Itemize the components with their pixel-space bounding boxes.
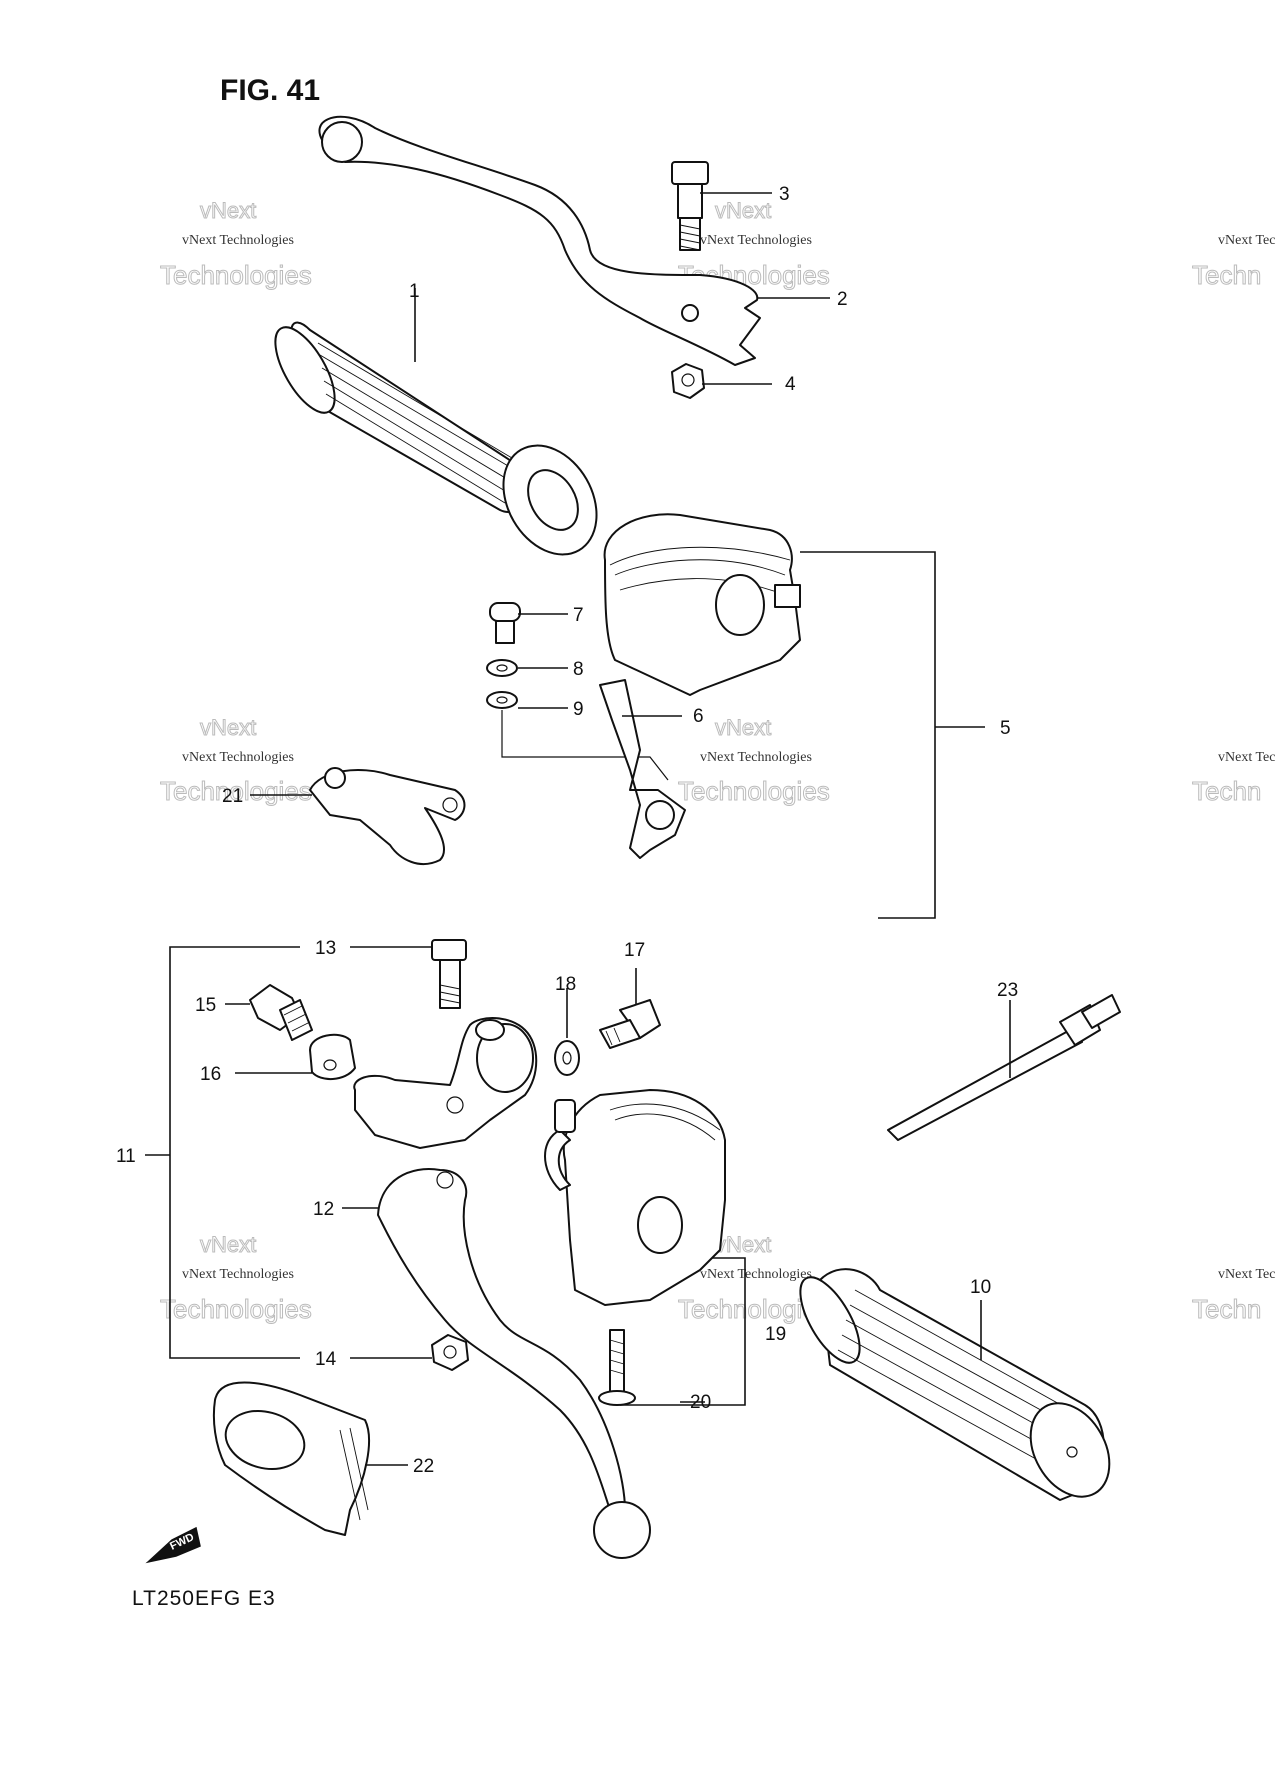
part-23-cable-tie — [887, 994, 1121, 1141]
svg-text:vNext Tec: vNext Tec — [1218, 750, 1275, 765]
callout-bracket-19 — [620, 1257, 746, 1406]
svg-text:vNext Technologies: vNext Technologies — [700, 233, 812, 248]
fwd-arrow-icon: FWD — [145, 1526, 201, 1564]
figure-title: FIG. 41 — [220, 74, 320, 107]
svg-text:vNext: vNext — [715, 1232, 771, 1257]
svg-text:Technologies: Technologies — [160, 1294, 312, 1324]
part-12-lever-lower — [377, 1168, 651, 1559]
part-22-lever-cover — [212, 1381, 371, 1536]
svg-text:vNext Tec: vNext Tec — [1218, 233, 1275, 248]
part-20-screw — [598, 1329, 636, 1406]
svg-text:Techn: Techn — [1192, 1294, 1261, 1324]
callout-2: 2 — [837, 289, 848, 310]
callout-10: 10 — [970, 1277, 991, 1298]
svg-text:Technologies: Technologies — [160, 260, 312, 290]
part-15-adjuster — [249, 984, 313, 1041]
callout-22: 22 — [413, 1456, 434, 1477]
callout-bracket-5 — [800, 551, 936, 919]
svg-text:vNext Technologies: vNext Technologies — [182, 1267, 294, 1282]
callout-23: 23 — [997, 980, 1018, 1001]
model-code: LT250EFG E3 — [132, 1587, 276, 1610]
part-7-screw — [489, 602, 521, 644]
part-9-washer — [486, 691, 518, 709]
svg-text:vNext: vNext — [200, 198, 256, 223]
assembly-line-9 — [501, 710, 669, 781]
callout-bracket-11 — [169, 946, 300, 1359]
callout-13: 13 — [315, 938, 336, 959]
callout-17: 17 — [624, 940, 645, 961]
watermark-right-edge: vNext Tec Techn vNext Tec Techn vNext Te… — [1192, 233, 1276, 1325]
callout-8: 8 — [573, 659, 584, 680]
part-1-grip — [274, 321, 598, 556]
part-6-switch-lever — [599, 679, 686, 859]
part-19-switch-housing — [544, 1089, 726, 1306]
callout-16: 16 — [200, 1064, 221, 1085]
part-10-grip — [799, 1268, 1111, 1501]
svg-text:vNext Technologies: vNext Technologies — [182, 750, 294, 765]
part-2-lever-upper — [318, 115, 761, 366]
watermark-mid-center: vNext vNext Technologies Technologies — [678, 715, 831, 807]
callout-15: 15 — [195, 995, 216, 1016]
callout-6: 6 — [693, 706, 704, 727]
callout-3: 3 — [779, 184, 790, 205]
part-4-nut — [671, 363, 705, 399]
callout-4: 4 — [785, 374, 796, 395]
part-14-nut — [431, 1334, 469, 1371]
part-11-lever-holder — [353, 1017, 538, 1149]
part-3-bolt — [671, 161, 709, 251]
callout-19: 19 — [765, 1324, 786, 1345]
svg-text:vNext: vNext — [715, 715, 771, 740]
svg-text:vNext Technologies: vNext Technologies — [700, 750, 812, 765]
part-18-washer — [554, 1040, 580, 1076]
callout-20: 20 — [690, 1392, 711, 1413]
callout-1: 1 — [409, 281, 420, 302]
watermark-top-center: vNext vNext Technologies Technologies — [678, 198, 831, 291]
svg-text:vNext Technologies: vNext Technologies — [700, 1267, 812, 1282]
part-16-locknut — [309, 1033, 356, 1080]
part-13-bolt — [431, 939, 467, 1009]
watermark-mid-left: vNext vNext Technologies Technologies — [160, 715, 313, 807]
callout-14: 14 — [315, 1349, 337, 1370]
callout-12: 12 — [313, 1199, 334, 1220]
callout-5: 5 — [1000, 718, 1011, 739]
svg-text:vNext: vNext — [200, 715, 256, 740]
watermark-top-left: vNext vNext Technologies Technologies — [160, 198, 313, 291]
svg-text:Techn: Techn — [1192, 260, 1261, 290]
callout-18: 18 — [555, 974, 576, 995]
svg-text:Technologies: Technologies — [678, 776, 830, 806]
callout-9: 9 — [573, 699, 584, 720]
leader-lines — [225, 192, 1011, 1466]
callout-11: 11 — [116, 1146, 136, 1167]
svg-text:vNext Tec: vNext Tec — [1218, 1267, 1275, 1282]
watermark-bottom-left: vNext vNext Technologies Technologies — [160, 1232, 313, 1325]
svg-text:vNext Technologies: vNext Technologies — [182, 233, 294, 248]
part-21-bracket — [309, 767, 466, 865]
svg-text:Technologies: Technologies — [160, 776, 312, 806]
callout-labels: 1 2 3 4 5 6 7 8 9 10 11 12 13 14 15 16 1… — [116, 184, 1018, 1477]
svg-text:Techn: Techn — [1192, 776, 1261, 806]
part-5-switch-housing — [603, 513, 801, 696]
callout-7: 7 — [573, 605, 584, 626]
svg-text:vNext: vNext — [200, 1232, 256, 1257]
callout-21: 21 — [222, 786, 243, 807]
part-8-washer — [486, 659, 518, 677]
part-17-screw — [599, 999, 661, 1049]
svg-text:vNext: vNext — [715, 198, 771, 223]
